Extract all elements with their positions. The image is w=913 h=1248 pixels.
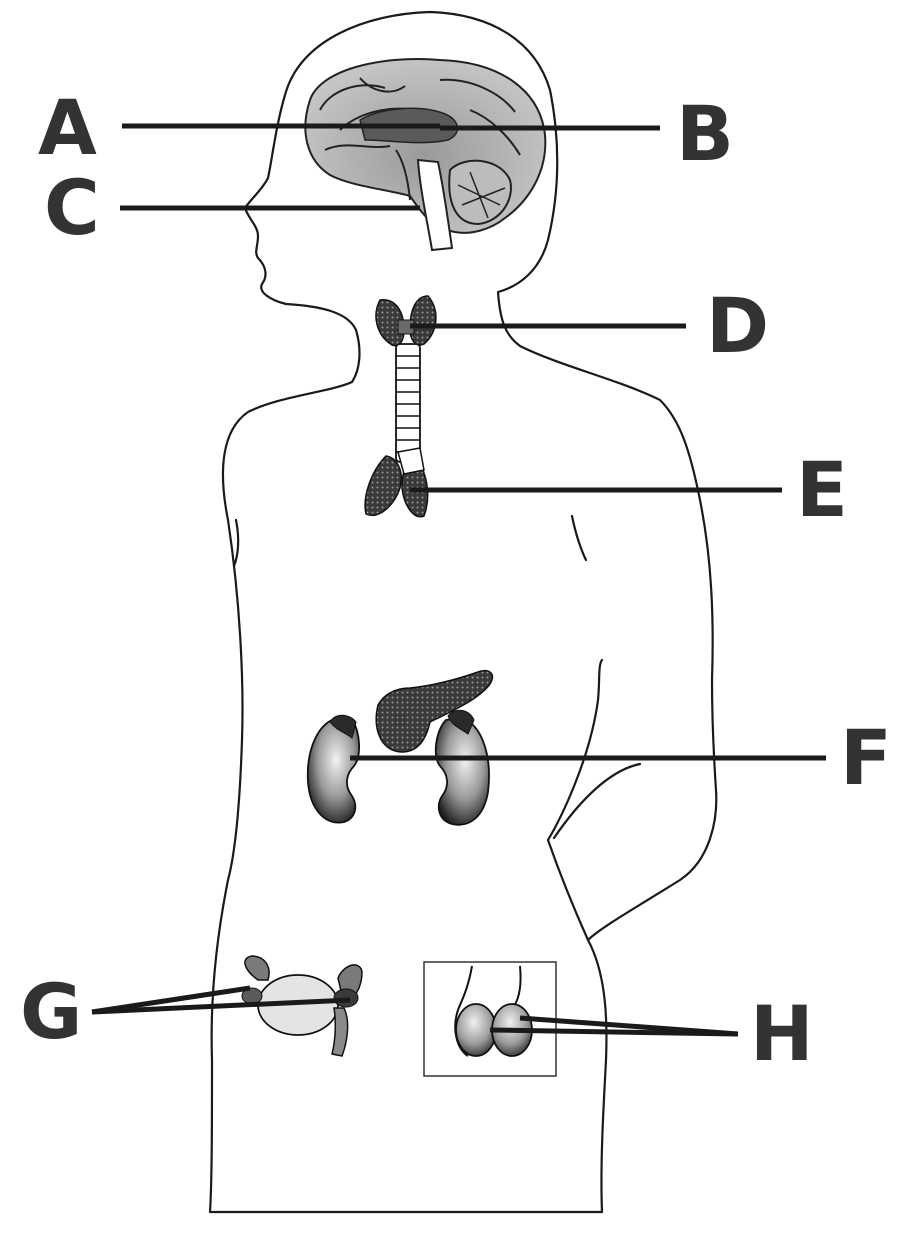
arm-crease-right <box>570 514 588 562</box>
leader-G-2 <box>91 997 351 1015</box>
label-E: E <box>796 445 848 534</box>
arm-contour <box>546 658 604 942</box>
arm-contour-2 <box>552 762 642 840</box>
label-F: F <box>840 713 892 802</box>
leader-G-1 <box>91 985 251 1015</box>
thyroid-gland <box>375 295 437 347</box>
label-H: H <box>750 989 814 1078</box>
left-kidney <box>306 714 360 824</box>
ovaries-uterus <box>241 955 363 1057</box>
label-B: B <box>676 89 734 178</box>
arm-crease-left <box>232 518 240 568</box>
label-D: D <box>706 281 769 370</box>
pancreas <box>375 670 494 753</box>
trachea <box>395 343 421 463</box>
leader-H-2 <box>519 1015 739 1037</box>
brain <box>304 58 547 252</box>
label-C: C <box>44 163 100 252</box>
body-outline <box>208 10 718 1214</box>
label-G: G <box>20 967 82 1056</box>
right-kidney <box>434 709 490 826</box>
label-A: A <box>38 83 97 172</box>
thymus-gland <box>364 447 429 518</box>
